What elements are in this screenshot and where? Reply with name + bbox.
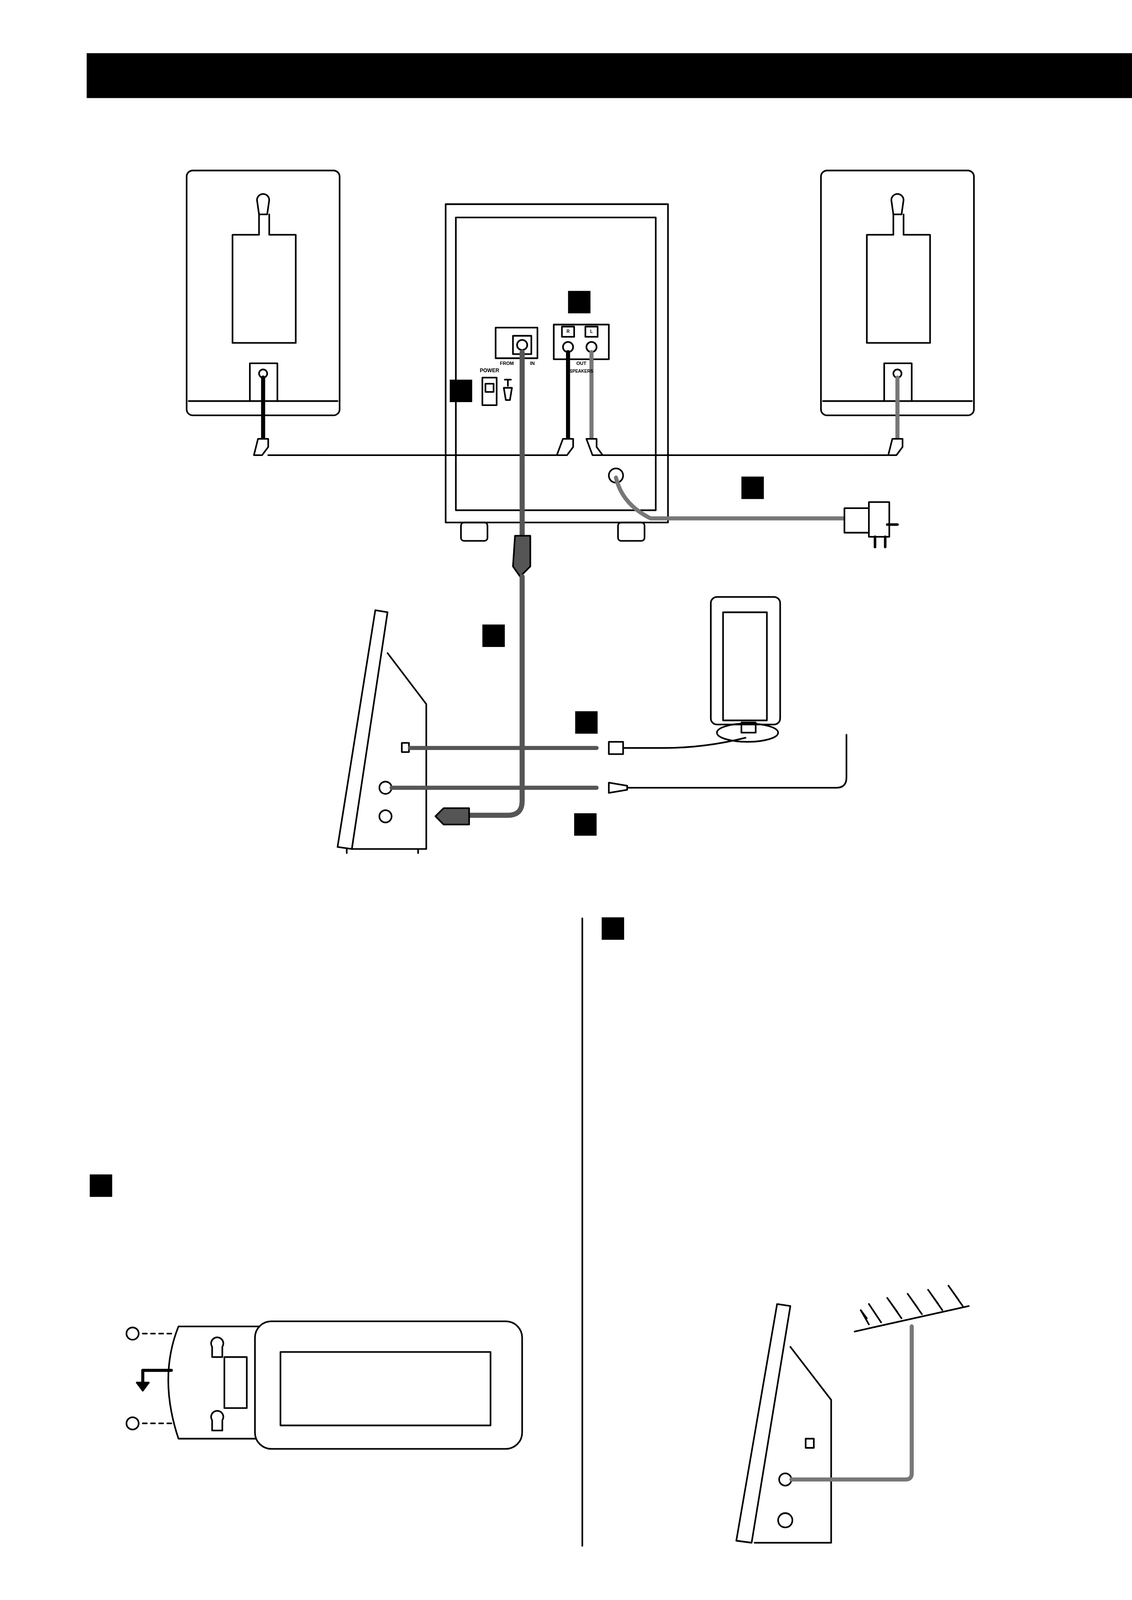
drawing-part [126,1416,139,1429]
drawing-part [232,214,296,344]
drawing-part [519,351,525,536]
drawing-part [168,1325,261,1439]
drawing-part [627,734,847,788]
drawing-part [891,193,904,215]
drawing-part [586,438,603,455]
jack-label: OUT [576,360,587,366]
main-unit-side [337,609,427,853]
jack-label: IN [530,360,535,366]
drawing-part [503,379,512,400]
drawing-part [608,782,628,793]
drawing-part [553,324,609,359]
drawing-part [261,377,266,439]
drawing-part [557,438,574,455]
drawing-part [566,351,571,439]
drawing-part [874,524,898,547]
drawing-part [445,204,668,523]
drawing-part [280,1351,491,1426]
channel-label: R [566,329,570,334]
drawing-part [601,917,625,940]
drawing-part [585,326,598,337]
drawing-part [516,339,528,350]
power-cord [608,468,898,547]
drawing-part [89,1173,113,1197]
drawing-part [126,1326,139,1340]
drawing-part [410,745,597,750]
drawing-part [866,214,930,344]
switch-label: POWER [479,367,499,373]
drawing-part [710,596,781,725]
drawing-part [574,812,597,836]
speaker-cables [253,351,903,455]
drawing-part [844,501,890,537]
drawing-part [754,1346,832,1543]
drawing-part [602,454,888,456]
drawing-part [346,848,419,854]
subwoofer [445,204,668,541]
drawing-part [854,1284,969,1331]
jack-label: FROM [499,360,514,366]
drawing-part [257,193,270,215]
drawing-part [741,476,765,499]
drawing-part [618,522,645,541]
antennas [391,596,847,793]
drawing-part [455,217,656,511]
drawing-part [741,722,756,733]
drawing-part [574,710,598,734]
drawing-part [513,535,531,577]
drawing-part [589,351,594,439]
drawing-part [469,576,523,816]
drawing-part [351,652,427,849]
column-divider [581,917,584,1546]
drawing-part [778,1512,793,1527]
outdoor-antenna-figure [736,1284,969,1543]
drawing-part [805,1438,814,1448]
jack-label: SPEAKERS [569,369,593,374]
drawing-part [268,454,556,456]
header-bar [86,52,1132,98]
drawing-part [142,1422,176,1424]
drawing-part [608,741,623,754]
drawing-part [568,290,591,314]
drawing-part [723,612,768,721]
drawing-part [895,377,900,439]
drawing-part [482,624,505,647]
drawing-part [736,1303,791,1543]
drawing-part [449,379,473,402]
channel-label: L [590,329,593,334]
drawing-part [142,1332,176,1335]
drawing-part [136,1381,150,1391]
drawing-part [495,327,538,359]
drawing-part [561,326,575,337]
drawing-part [401,742,410,752]
drawing-part [211,1410,224,1430]
drawing-part [615,477,845,519]
drawing-part [253,438,268,455]
drawing-part [379,809,392,823]
drawing-part [211,1336,224,1357]
drawing-part [485,383,494,392]
drawing-part [391,785,597,790]
drawing-part [224,1356,247,1408]
drawing-part [791,1325,913,1479]
drawing-part [460,522,488,541]
drawing-part [255,1320,523,1449]
callout-squares [89,290,764,1197]
drawing-part [888,438,903,455]
drawing-part [435,807,470,825]
stand-removal-figure [126,1320,523,1449]
system-cable [435,351,531,825]
drawing-part [482,377,497,405]
